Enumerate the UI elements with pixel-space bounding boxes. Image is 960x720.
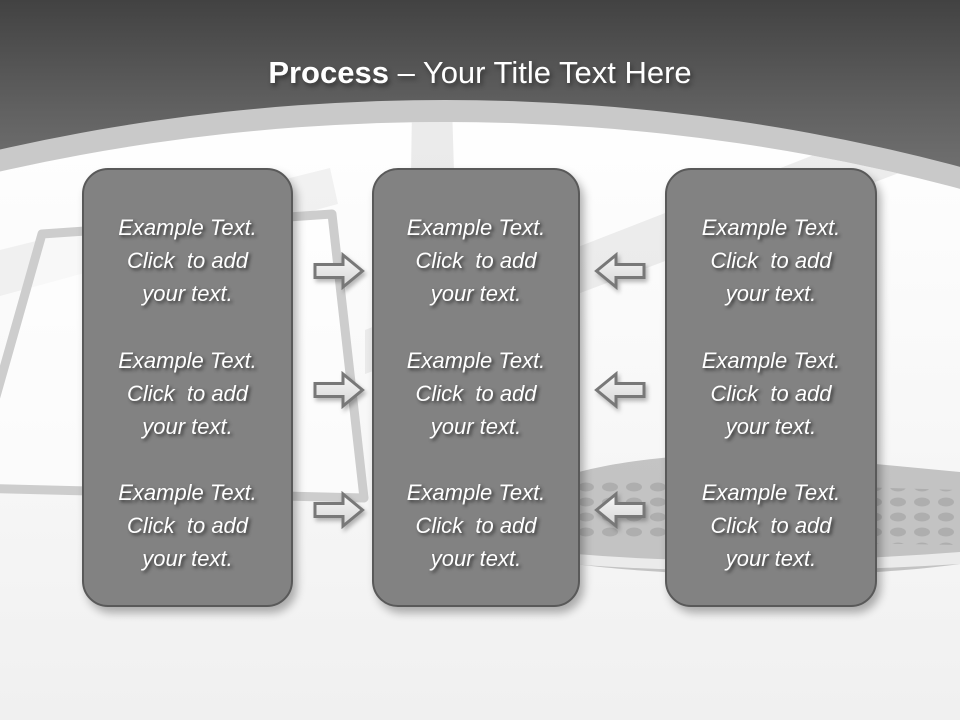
arrow-right-icon — [313, 371, 365, 409]
process-box-left[interactable]: Example Text. Click to add your text. Ex… — [82, 168, 293, 607]
text-placeholder[interactable]: Example Text. Click to add your text. — [118, 215, 257, 306]
text-placeholder[interactable]: Example Text. Click to add your text. — [118, 347, 257, 439]
arrow-left-icon — [594, 371, 646, 409]
text-placeholder[interactable]: Example Text. Click to add your text. — [118, 480, 257, 571]
text-placeholder[interactable]: Example Text. Click to add your text. — [701, 480, 841, 571]
text-placeholder[interactable]: Example Text. Click to add your text. — [406, 347, 546, 439]
title-highlight: Process — [268, 55, 389, 90]
arrow-right-icon — [313, 491, 365, 529]
arrow-right-icon — [313, 252, 365, 290]
arrow-left-icon — [594, 491, 646, 529]
text-placeholder[interactable]: Example Text. Click to add your text. — [406, 215, 546, 306]
text-placeholder[interactable]: Example Text. Click to add your text. — [701, 347, 841, 439]
text-placeholder[interactable]: Example Text. Click to add your text. — [701, 215, 841, 306]
text-placeholder[interactable]: Example Text. Click to add your text. — [406, 480, 546, 571]
title-rest: – Your Title Text Here — [388, 55, 692, 90]
arrow-left-icon — [594, 252, 646, 290]
process-box-middle[interactable]: Example Text. Click to add your text. Ex… — [372, 168, 580, 607]
process-box-right[interactable]: Example Text. Click to add your text. Ex… — [665, 168, 877, 607]
slide-title[interactable]: Process – Your Title Text Here — [0, 53, 960, 93]
